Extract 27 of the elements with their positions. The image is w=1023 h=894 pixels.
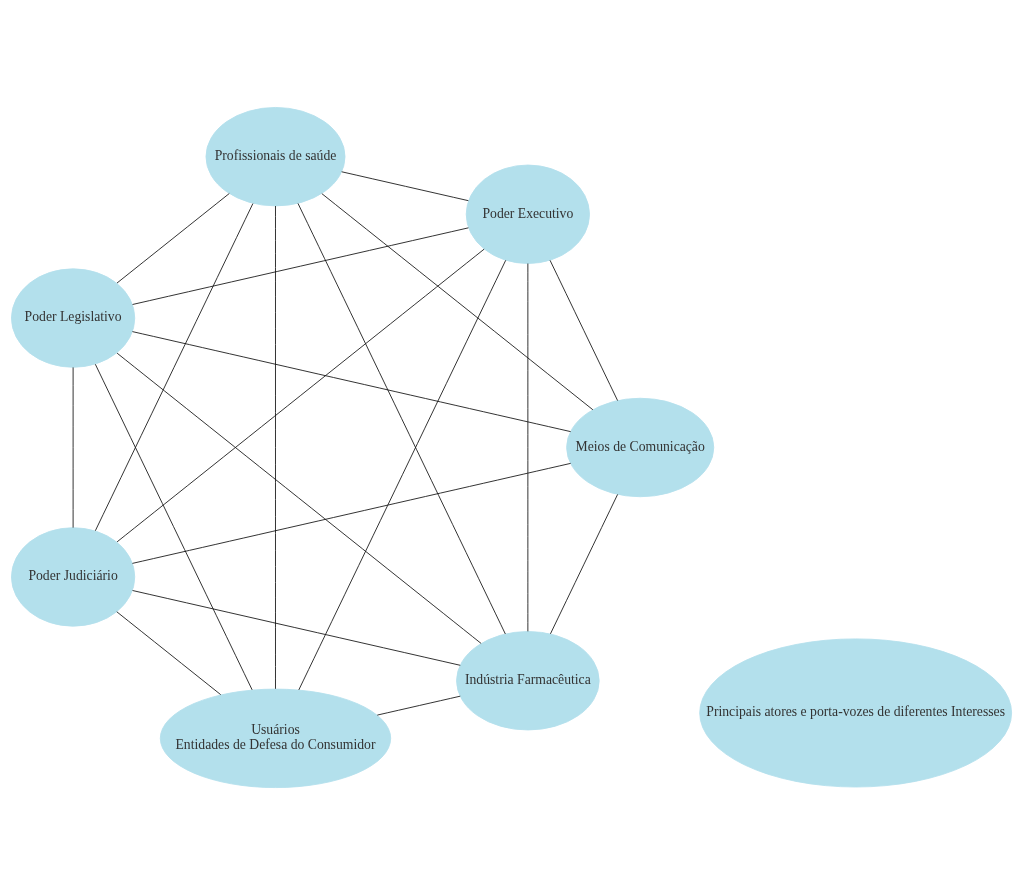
node-ellipse: Usuários Entidades de Defesa do Consumidor (159, 688, 392, 788)
connector (116, 610, 222, 695)
connector (550, 493, 619, 634)
connector (132, 226, 469, 305)
connector (94, 363, 253, 690)
connector (132, 462, 572, 564)
node-ellipse: Poder Legislativo (11, 267, 136, 368)
connector (94, 202, 254, 531)
connector (132, 330, 572, 432)
connector (376, 695, 461, 716)
connector (275, 205, 276, 689)
connector (321, 192, 594, 410)
connector (549, 259, 619, 401)
connector (132, 589, 461, 666)
node-ellipse: Meios de Comunicação (566, 397, 715, 497)
connector (116, 352, 482, 644)
connector (116, 192, 230, 283)
node-ellipse: Indústria Farmacêutica (456, 630, 600, 730)
node-ellipse: Principais atores e porta-vozes de diferentes Interesses (699, 637, 1013, 787)
node-ellipse: Poder Executivo (465, 164, 590, 264)
node-ellipse: Profissionais de saúde (205, 106, 346, 206)
connector (297, 202, 506, 634)
connector (527, 262, 529, 632)
node-ellipse: Poder Judiciário (11, 526, 136, 627)
connector (341, 170, 469, 201)
connector (298, 259, 507, 690)
connector (116, 248, 485, 542)
